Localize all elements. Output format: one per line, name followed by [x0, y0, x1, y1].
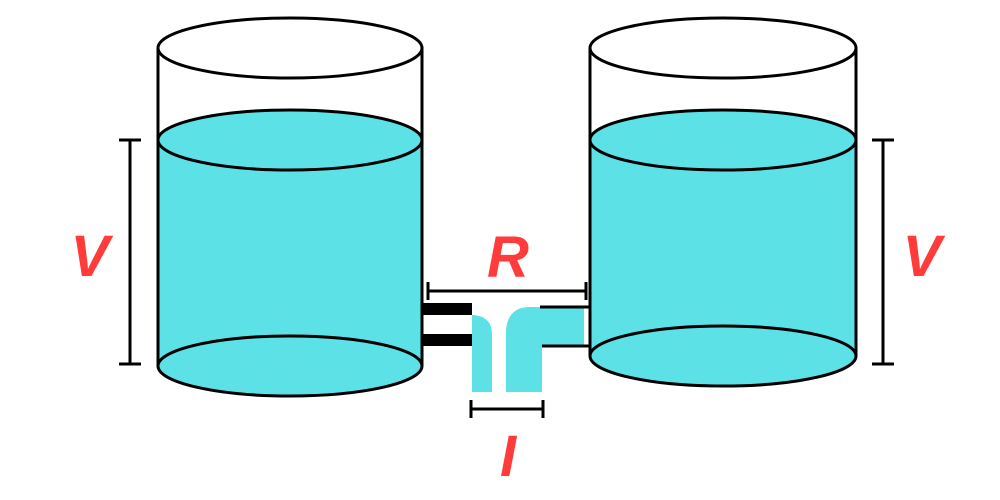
connecting-pipes [422, 303, 590, 392]
right-height-label: V [903, 224, 946, 289]
left-tank [156, 16, 424, 398]
right-tank [588, 16, 858, 388]
left-height-dimension [119, 138, 141, 366]
pipe-span-dimension [426, 282, 588, 300]
left-height-label: V [71, 224, 114, 289]
right-tank-bottom [588, 324, 858, 388]
right-tank-water-body [590, 140, 856, 386]
left-tank-water-level [156, 108, 424, 172]
right-tank-water-surface [590, 110, 856, 170]
left-tank-bottom [156, 334, 424, 398]
pipe-gap-label: I [500, 424, 518, 489]
left-pipe-stub-upper [422, 303, 472, 315]
right-tank-water-level [588, 108, 858, 172]
left-pipe-elbow [472, 315, 492, 392]
right-height-dimension [872, 138, 894, 366]
pipe-span-label: R [487, 225, 529, 290]
right-tank-top-rim [588, 16, 858, 80]
left-tank-top-rim [156, 16, 424, 80]
left-pipe-stub-lower [422, 334, 472, 346]
pipe-gap-dimension [469, 400, 545, 418]
left-tank-water-surface [158, 110, 422, 170]
right-pipe-elbow [506, 307, 584, 392]
left-tank-water-body [158, 140, 422, 396]
